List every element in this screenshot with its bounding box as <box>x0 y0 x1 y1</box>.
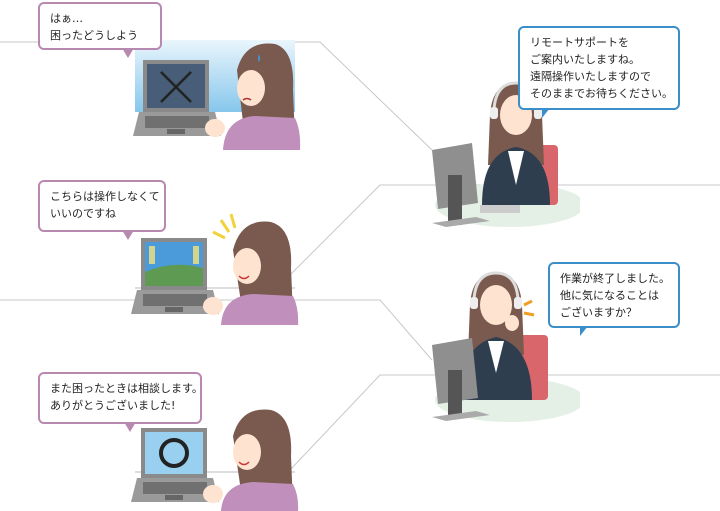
bubble-tail <box>122 48 134 58</box>
customer-satisfied-illustration <box>125 400 305 511</box>
bubble-text-line: リモートサポートを <box>530 36 629 49</box>
bubble-tail <box>542 108 550 118</box>
attention-marks-icon <box>523 299 535 317</box>
customer-troubled-illustration <box>125 40 305 150</box>
bubble-tail <box>580 326 588 336</box>
laptop-icon <box>133 60 221 136</box>
bubble-text-line: 困ったどうしよう <box>50 29 138 42</box>
bubble-text-line: はぁ… <box>50 12 83 25</box>
bubble-text-line: そのままでお待ちください。 <box>530 87 673 100</box>
bubble-text-line: 遠隔操作いたしますので <box>530 70 651 83</box>
woman-troubled-icon <box>205 43 301 150</box>
bubble-text-line: また困ったときは相談します。 <box>50 382 203 395</box>
speech-bubble-customer-relieved: こちらは操作しなくて いいのですね <box>38 180 166 240</box>
woman-smiling-icon <box>203 409 299 511</box>
bubble-text-line: こちらは操作しなくて <box>50 190 160 203</box>
operator-finished-illustration <box>420 265 580 425</box>
bubble-text-line: 他に気になることは <box>560 289 659 302</box>
bubble-text-line: ありがとうございました! <box>50 399 176 412</box>
laptop-icon <box>131 428 219 502</box>
bubble-tail <box>124 422 136 432</box>
bubble-text-line: いいのですね <box>50 207 116 220</box>
speech-bubble-customer-satisfied: また困ったときは相談します。 ありがとうございました! <box>38 372 203 432</box>
bubble-text-line: 作業が終了しました。 <box>560 272 670 285</box>
speech-bubble-operator-finished: 作業が終了しました。 他に気になることは ございますか？ <box>548 262 680 336</box>
bubble-text-line: ございますか？ <box>560 306 637 319</box>
customer-relieved-illustration <box>125 210 305 325</box>
speech-bubble-customer-troubled: はぁ… 困ったどうしよう <box>38 2 162 58</box>
laptop-icon <box>131 238 219 314</box>
woman-smiling-icon <box>203 221 299 325</box>
bubble-text-line: ご案内いたしますね。 <box>530 53 640 66</box>
bubble-tail <box>122 230 134 240</box>
speech-bubble-operator-explaining: リモートサポートを ご案内いたしますね。 遠隔操作いたしますので そのままでお待… <box>518 26 680 118</box>
sparkle-icon <box>212 213 237 240</box>
